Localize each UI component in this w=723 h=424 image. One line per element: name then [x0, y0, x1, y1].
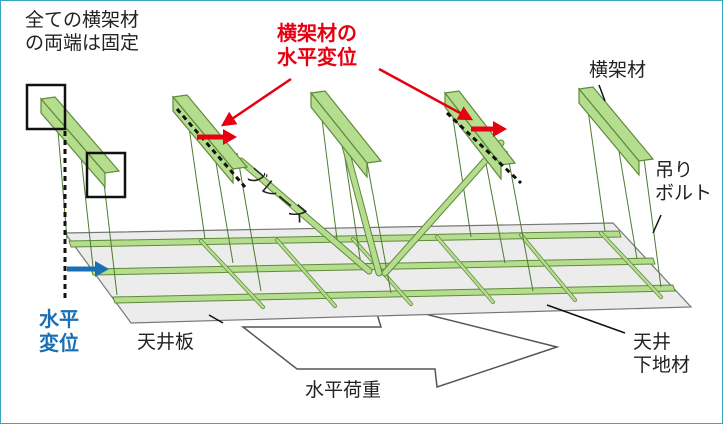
beam-displacement-arrows — [197, 121, 507, 145]
label-ceiling-displacement: 水平 変位 — [39, 307, 79, 355]
label-ceiling-joist: 天井 下地材 — [633, 331, 691, 376]
black-leaders — [208, 84, 662, 334]
label-beam-displacement: 横架材の 水平変位 — [277, 21, 357, 69]
horizontal-load-arrow — [240, 299, 560, 389]
ceiling-displacement-arrow — [67, 261, 109, 277]
fixed-end-box-bottom — [85, 151, 127, 199]
label-fixed-ends: 全ての横架材 の両端は固定 — [25, 9, 140, 54]
hanger-bolts — [56, 102, 662, 296]
label-ceiling-board: 天井板 — [137, 331, 195, 353]
fixed-end-box-top — [25, 83, 67, 131]
label-horizontal-load: 水平荷重 — [305, 379, 382, 401]
red-leaders — [220, 67, 474, 127]
original-position-lines — [63, 108, 523, 301]
label-beam: 横架材 — [589, 59, 647, 81]
label-hanger-bolt: 吊り ボルト — [655, 159, 713, 204]
